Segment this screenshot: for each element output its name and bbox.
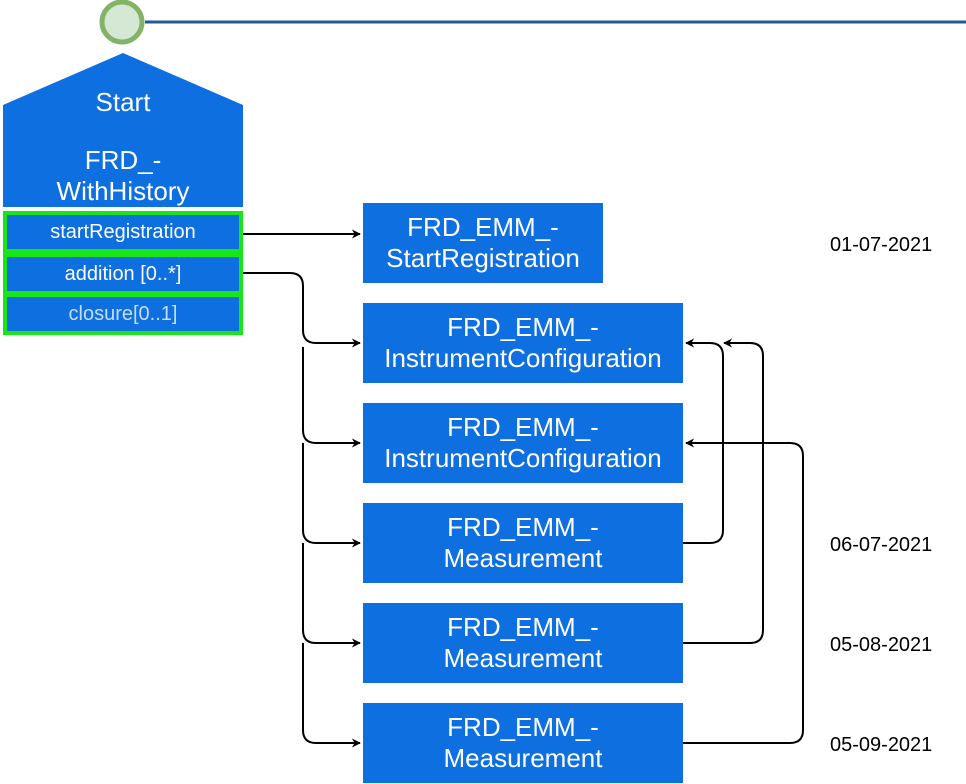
- date-measurement-3: 05-09-2021: [830, 734, 933, 756]
- date-measurement-1: 06-07-2021: [830, 534, 933, 556]
- start-event-circle[interactable]: [99, 0, 145, 45]
- node-measurement-1[interactable]: FRD_EMM_- Measurement: [363, 503, 683, 583]
- node-instrument-configuration-1-line1: FRD_EMM_-: [447, 312, 599, 342]
- node-measurement-2-line2: Measurement: [443, 643, 603, 673]
- node-instrument-configuration-2-line2: InstrumentConfiguration: [384, 443, 662, 473]
- node-measurement-3[interactable]: FRD_EMM_- Measurement: [363, 703, 683, 783]
- start-name: FRD_- WithHistory: [3, 145, 243, 207]
- node-measurement-3-line1: FRD_EMM_-: [447, 712, 599, 742]
- node-instrument-configuration-2-line1: FRD_EMM_-: [447, 412, 599, 442]
- slot-start-registration[interactable]: startRegistration: [3, 211, 243, 253]
- date-measurement-2: 05-08-2021: [830, 634, 933, 656]
- start-name-line1: FRD_-: [84, 145, 162, 175]
- edge-config-2-measurement-1: [302, 443, 361, 548]
- edge-measurement-1-measurement-2: [302, 543, 361, 648]
- edge-measurement-3-back-config-2: [683, 438, 804, 744]
- edge-measurement-2-back-config-1: [683, 338, 764, 644]
- node-instrument-configuration-1[interactable]: FRD_EMM_- InstrumentConfiguration: [363, 303, 683, 383]
- edge-config-1-config-2: [302, 347, 361, 448]
- start-title: Start: [95, 87, 151, 117]
- slot-addition[interactable]: addition [0..*]: [3, 253, 243, 295]
- node-measurement-2-line1: FRD_EMM_-: [447, 612, 599, 642]
- slot-closure[interactable]: closure[0..1]: [3, 293, 243, 335]
- node-instrument-configuration-1-line2: InstrumentConfiguration: [384, 343, 662, 373]
- date-start-registration: 01-07-2021: [830, 234, 933, 256]
- node-start-registration[interactable]: FRD_EMM_- StartRegistration: [363, 203, 603, 283]
- edge-measurement-2-measurement-3: [302, 643, 361, 748]
- node-instrument-configuration-2[interactable]: FRD_EMM_- InstrumentConfiguration: [363, 403, 683, 483]
- node-measurement-1-line2: Measurement: [443, 543, 603, 573]
- node-measurement-2[interactable]: FRD_EMM_- Measurement: [363, 603, 683, 683]
- edge-addition-config-1: [243, 272, 361, 348]
- node-start-registration-line2: StartRegistration: [386, 243, 580, 273]
- node-start-registration-line1: FRD_EMM_-: [407, 212, 559, 242]
- node-measurement-1-line1: FRD_EMM_-: [447, 512, 599, 542]
- start-name-line2: WithHistory: [56, 176, 190, 206]
- node-measurement-3-line2: Measurement: [443, 743, 603, 773]
